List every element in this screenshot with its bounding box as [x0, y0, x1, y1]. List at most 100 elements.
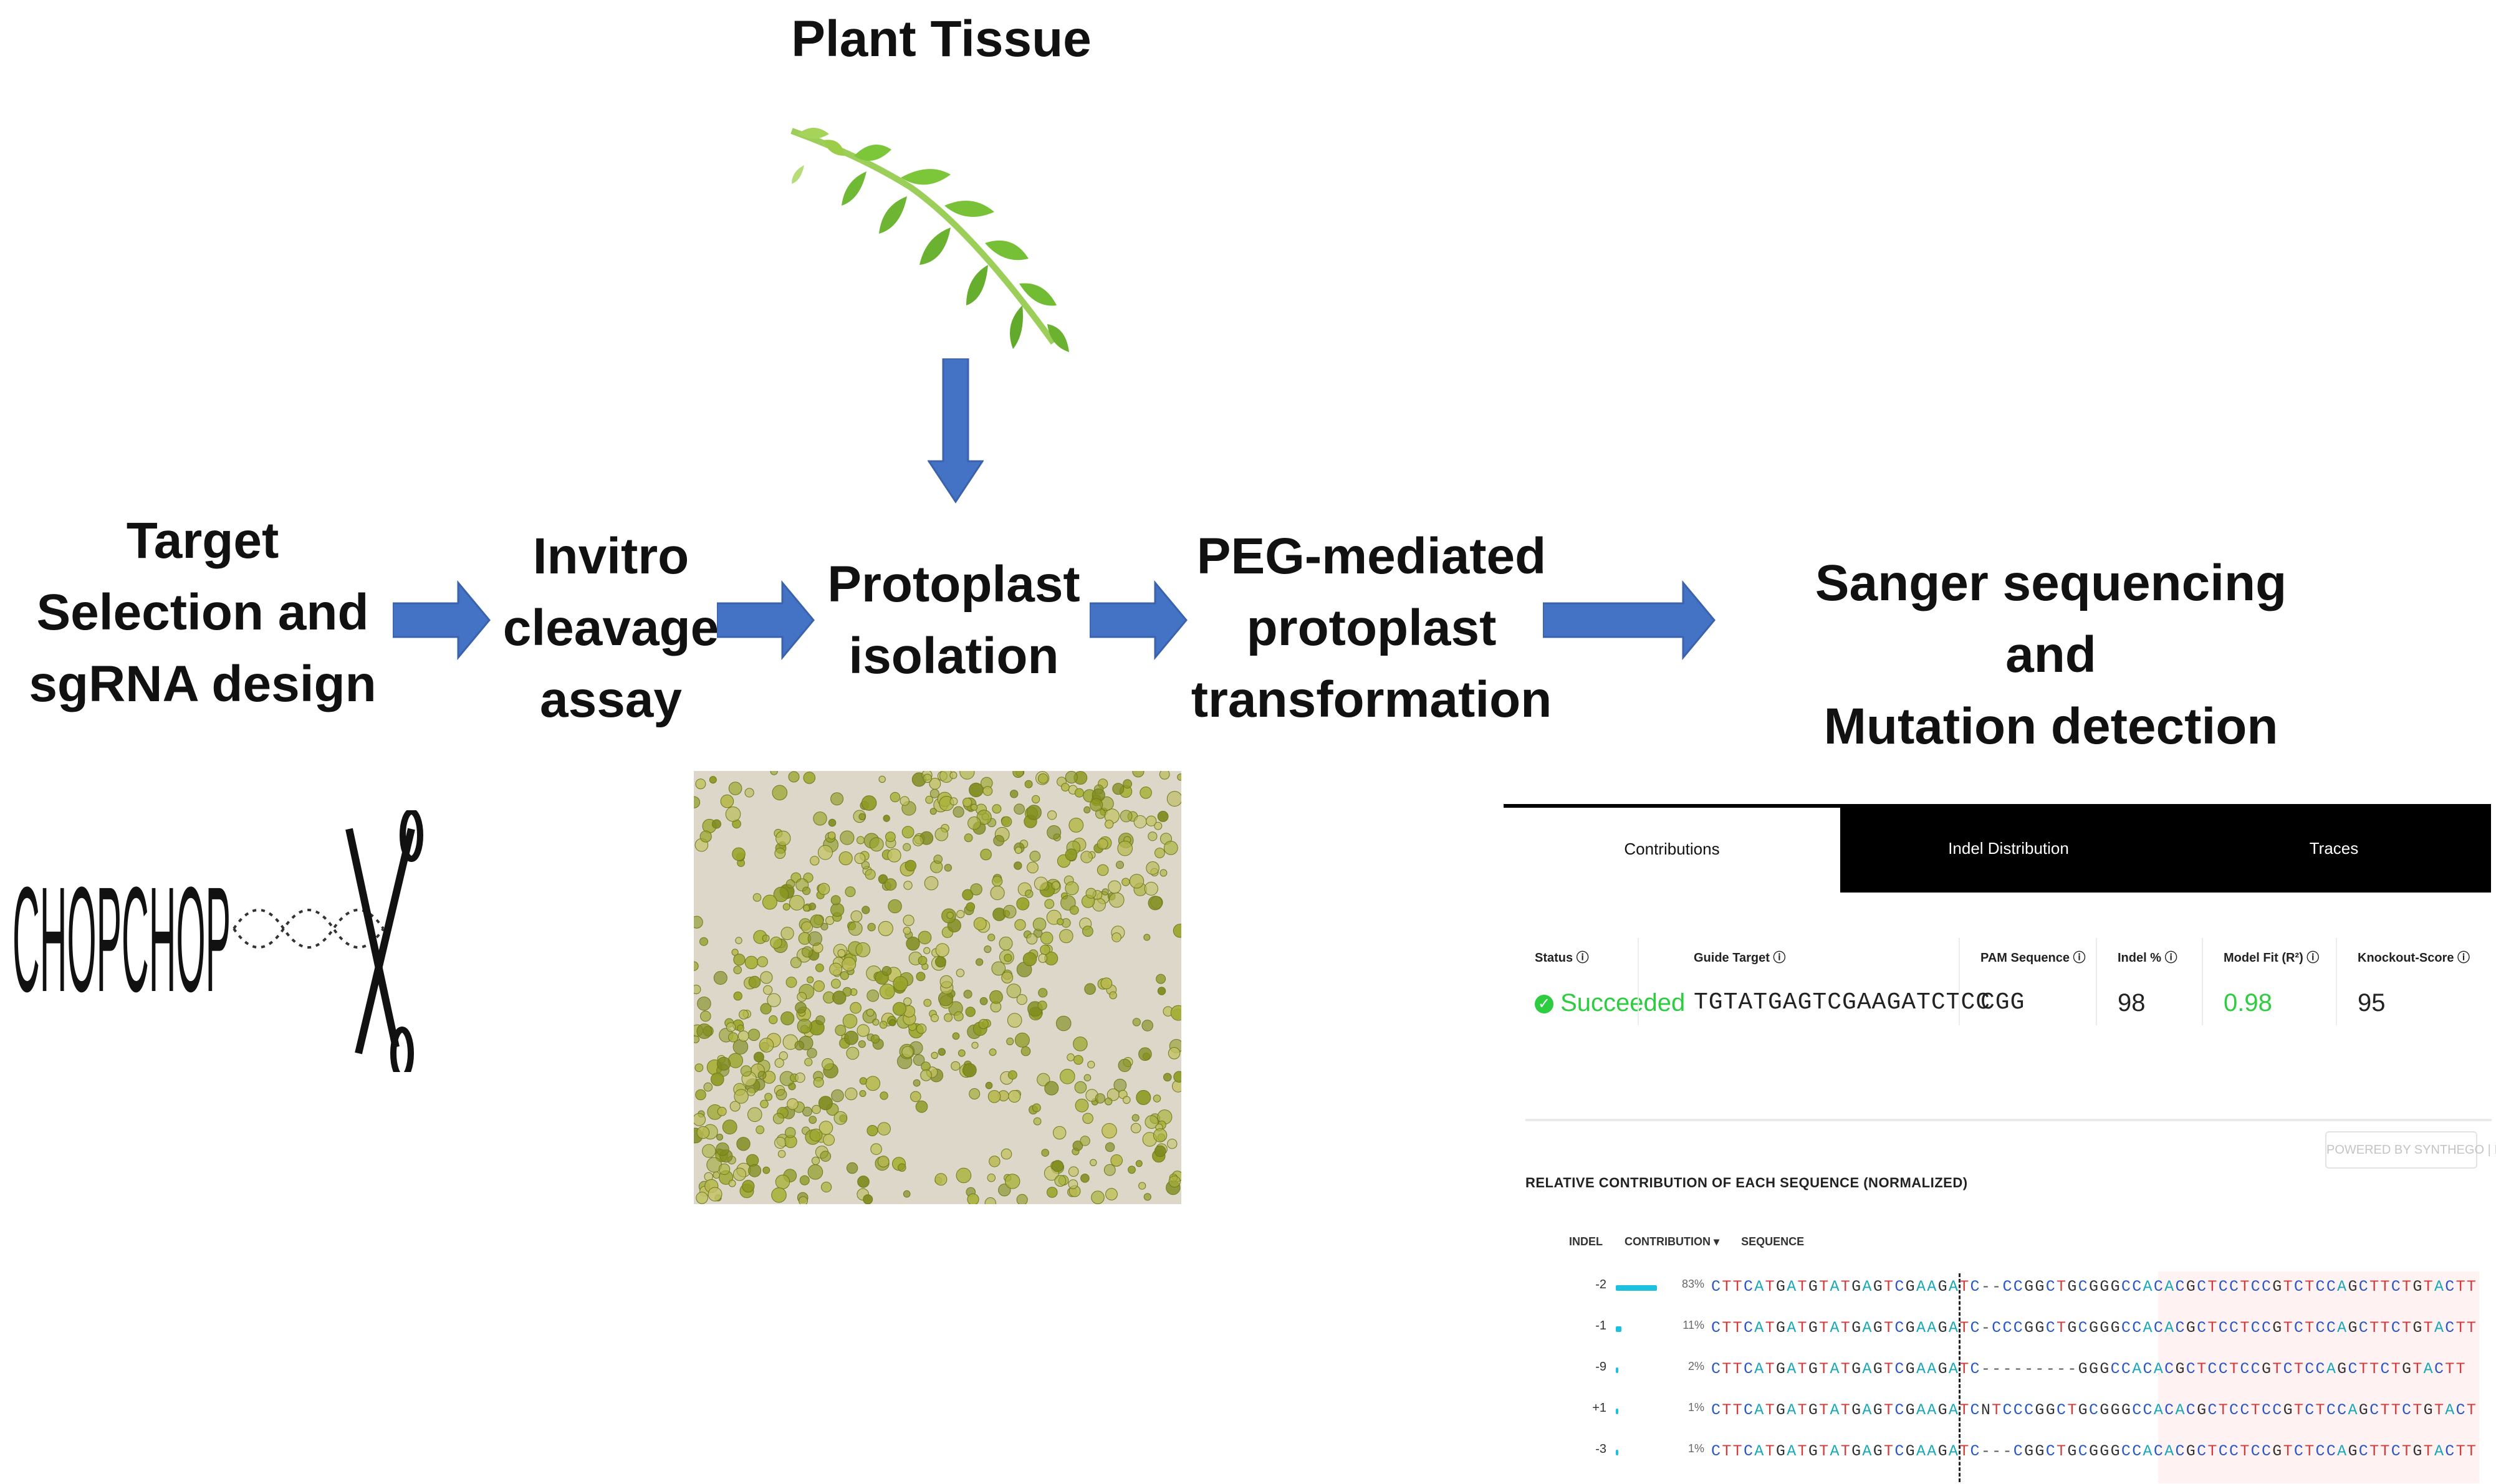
stage-peg-transformation: PEG-mediated protoplast transformation [1191, 528, 1552, 728]
protoplast-cell [760, 1003, 772, 1015]
protoplast-cell [747, 1107, 762, 1123]
protoplast-cell [780, 1011, 795, 1025]
protoplast-cell [1154, 1145, 1166, 1157]
protoplast-cell [779, 1051, 788, 1061]
protoplast-cell [762, 934, 770, 942]
protoplast-cell [815, 1015, 825, 1025]
powered-by-badge: POWERED BY SYNTHEGO | ICE [2325, 1131, 2496, 1169]
tab-indel-distribution[interactable]: Indel Distribution [1948, 839, 2069, 858]
protoplast-cell [1084, 983, 1096, 995]
protoplast-cell [1163, 841, 1178, 855]
protoplast-cell [1016, 897, 1030, 911]
protoplast-cell [1032, 1103, 1041, 1113]
protoplast-cell [1113, 1078, 1127, 1092]
metric-label: Knockout-Score ⓘ [2358, 951, 2470, 965]
protoplast-cell [1083, 806, 1091, 814]
protoplast-cell [818, 1096, 833, 1111]
protoplast-cell [726, 1022, 736, 1032]
protoplast-cell [694, 961, 699, 971]
protoplast-cell [1090, 1159, 1097, 1166]
protoplast-cell [716, 1134, 724, 1141]
protoplast-cell [965, 1007, 976, 1017]
protoplast-cell [840, 830, 855, 845]
protoplast-cell [740, 1065, 752, 1077]
metric-value: TGTATGAGTCGAAGATCTCC [1694, 989, 1991, 1016]
protoplast-cell [1085, 888, 1097, 899]
column-header-sequence: SEQUENCE [1741, 1235, 1805, 1248]
protoplast-cell [1038, 988, 1048, 998]
protoplast-cell [840, 971, 849, 980]
protoplast-cell [923, 947, 931, 954]
metric-label: Indel % ⓘ [2118, 951, 2177, 965]
protoplast-cell [878, 921, 893, 936]
protoplast-cell [1052, 1160, 1064, 1172]
protoplast-cell [1173, 1071, 1181, 1083]
protoplast-cell [958, 1049, 966, 1057]
protoplast-cell [694, 916, 703, 929]
protoplast-cell [1073, 1055, 1083, 1065]
protoplast-cell [916, 1023, 927, 1034]
protoplast-cell [1014, 846, 1022, 854]
metric-value: CGG [1980, 989, 2025, 1016]
protoplast-cell [1130, 1123, 1141, 1134]
protoplast-cell [832, 990, 847, 1005]
protoplast-cell [1014, 919, 1026, 931]
protoplast-cell [1117, 840, 1133, 856]
protoplast-cell [866, 989, 880, 1002]
protoplast-cell [762, 1166, 770, 1174]
protoplast-cell [912, 835, 924, 846]
protoplast-cell [694, 796, 701, 808]
protoplast-cell [903, 926, 911, 935]
protoplast-cell [846, 1046, 860, 1060]
protoplast-cell [865, 1076, 881, 1091]
tab-contributions[interactable]: Contributions [1504, 804, 1840, 893]
protoplast-cell [889, 1019, 896, 1027]
protoplast-cell [760, 971, 773, 984]
sequence-text: CTTCATGATGTATGAGTCGAAGATC--CCGGCTGCGGGCC… [1711, 1278, 2478, 1296]
column-header-contribution[interactable]: CONTRIBUTION ▾ [1625, 1235, 1720, 1248]
stage-protoplast-isolation: Protoplast isolation [827, 556, 1080, 684]
protoplast-cell [858, 1040, 866, 1048]
protoplast-cell [1120, 810, 1133, 823]
protoplast-cell [1103, 1164, 1116, 1176]
protoplast-cell [782, 903, 790, 911]
protoplast-cell [1108, 880, 1121, 894]
protoplast-cell [901, 1046, 914, 1058]
protoplast-cell [867, 922, 876, 932]
protoplast-cell [970, 883, 982, 896]
protoplast-cell [1068, 818, 1084, 833]
protoplast-cell [863, 1194, 873, 1204]
protoplast-cell [1109, 892, 1125, 908]
contribution-percent: 2% [1687, 1360, 1704, 1372]
protoplast-cell [694, 984, 701, 995]
protoplast-cell [850, 1002, 862, 1014]
tab-traces[interactable]: Traces [2309, 839, 2359, 858]
protoplast-cell [1143, 1193, 1151, 1201]
protoplast-cell [910, 1091, 921, 1103]
protoplast-cell [1080, 1174, 1090, 1183]
protoplast-cell [711, 1072, 724, 1086]
protoplast-cell [901, 826, 914, 838]
protoplast-cell [923, 773, 933, 783]
protoplast-cell [732, 1167, 747, 1181]
protoplast-cell [850, 910, 863, 922]
protoplast-cell [763, 985, 773, 995]
protoplast-cell [1118, 1058, 1131, 1072]
protoplast-cell [728, 1032, 739, 1043]
protoplast-cell [807, 931, 823, 946]
protoplast-cell [1002, 904, 1017, 919]
protoplast-cell [815, 964, 824, 972]
protoplast-cell [906, 936, 920, 951]
protoplast-cell [890, 792, 901, 803]
protoplast-cell [1069, 905, 1079, 915]
protoplast-cell [883, 815, 890, 822]
protoplast-cell [929, 808, 937, 815]
stage-target-selection: Target Selection and sgRNA design [29, 512, 377, 712]
scissors-icon [345, 810, 423, 1072]
protoplast-cell [1007, 1013, 1022, 1028]
protoplast-cell [935, 943, 949, 957]
protoplast-cell [830, 792, 844, 806]
protoplast-cell [872, 1018, 880, 1026]
